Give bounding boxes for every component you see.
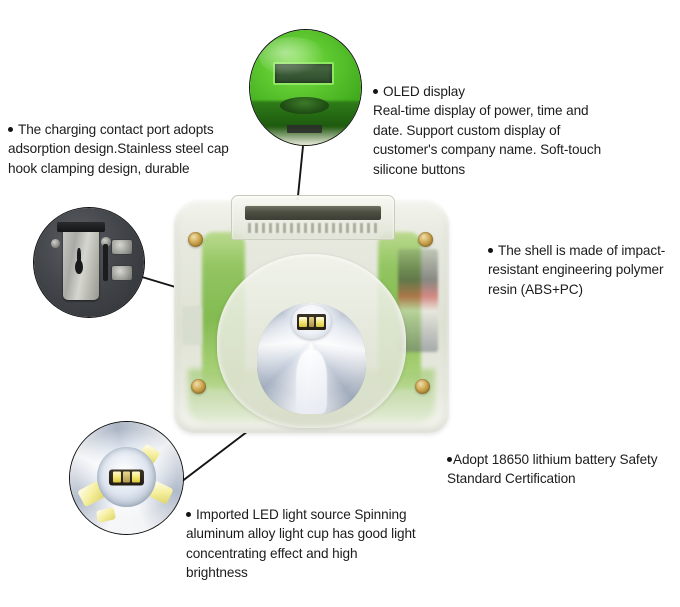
charging-port-closeup [33,207,145,318]
led-chip-center [123,471,130,483]
top-display-window [231,195,395,240]
led-module [291,305,332,339]
callout-charging-text: The charging contact port adopts adsorpt… [8,121,229,176]
callout-led-light-source: Imported LED light source Spinning alumi… [186,485,416,583]
housing-screw [50,238,61,249]
inner-reflector-cup [97,446,156,508]
contact-slot [103,243,108,282]
reflector-highlight [296,349,327,415]
bullet-icon [447,456,452,462]
oled-display-closeup [249,29,362,146]
bullet-icon [373,88,378,94]
callout-oled-display: OLED display Real-time display of power,… [373,62,613,179]
callout-led-text: Imported LED light source Spinning alumi… [186,506,416,581]
callout-shell-material: The shell is made of impact-resistant en… [488,221,680,299]
oled-screen-strip [245,205,381,220]
cap-hook-clip [62,225,99,300]
led-chip [298,316,308,327]
charging-contact-pad [111,264,133,282]
led-chip-array [109,469,144,486]
led-light-source-closeup [69,421,184,535]
clip-top-bar [57,222,106,232]
led-chip [112,471,122,483]
oled-screen [273,62,335,86]
charging-contact-pad [111,238,133,255]
led-chip-array [296,314,327,330]
brass-screw [190,379,206,395]
silicone-button [279,96,329,114]
display-bezel-grille [248,223,378,233]
brass-screw [414,379,430,395]
oled-base-contact [286,125,323,134]
gloss-highlight [258,36,326,76]
callout-battery-text: Adopt 18650 lithium battery Safety Stand… [447,451,658,487]
brass-screw [188,232,204,248]
housing-screw [101,237,111,248]
lens-bezel [216,254,407,429]
side-vent [182,305,203,345]
clip-keyhole [75,247,84,274]
led-chip [131,471,141,483]
callout-battery-certification: Adopt 18650 lithium battery Safety Stand… [447,430,662,489]
callout-oled-text: OLED display Real-time display of power,… [373,83,602,177]
cordless-cap-lamp [168,193,455,438]
bullet-icon [186,511,191,517]
brass-screw [417,232,433,248]
callout-charging-contact-port: The charging contact port adopts adsorpt… [8,100,258,178]
bullet-icon [488,247,493,253]
spinning-aluminum-reflector [256,302,367,415]
led-chip [315,316,325,327]
led-chip-center [308,316,315,327]
bullet-icon [8,126,13,132]
aluminum-light-cup [70,422,183,534]
callout-shell-text: The shell is made of impact-resistant en… [488,242,666,297]
